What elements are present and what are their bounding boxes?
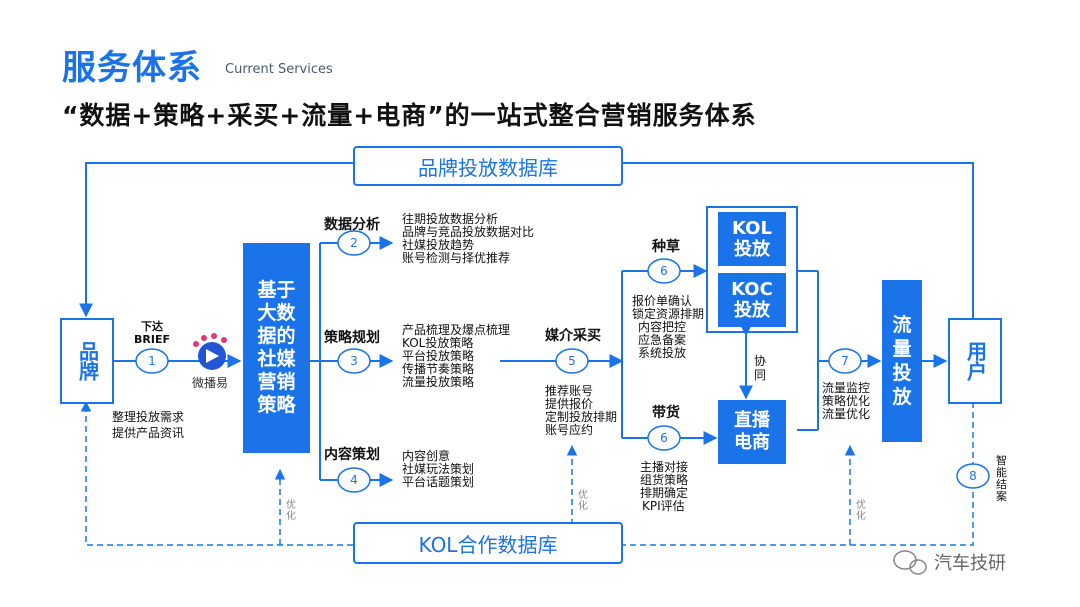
media-buying-heading: 媒介采买 bbox=[545, 328, 601, 344]
media-buying-item-4: 账号应约 bbox=[545, 423, 594, 437]
sales-heading: 带货 bbox=[652, 405, 680, 421]
brief-note-2: 提供产品资讯 bbox=[112, 426, 185, 440]
content-planning-item-2: 社媒玩法策划 bbox=[402, 462, 475, 476]
step-circle-4 bbox=[337, 467, 371, 493]
seeding-heading: 种草 bbox=[652, 239, 680, 255]
strategy-planning-item-2: KOL投放策略 bbox=[402, 336, 474, 350]
traffic-monitor-item-2: 策略优化 bbox=[822, 394, 871, 408]
dashed-loop-right bbox=[622, 402, 974, 546]
smart-closing-label: 智能结案 bbox=[996, 454, 1007, 503]
step-circle-2 bbox=[337, 230, 371, 256]
brief-label: 下达 BRIEF bbox=[134, 320, 170, 346]
page-title-english: Current Services bbox=[225, 62, 333, 77]
user-box: 用户 bbox=[948, 318, 1002, 404]
optimize-label-3: 优化 bbox=[856, 500, 866, 522]
strategy-planning-item-5: 流量投放策略 bbox=[402, 375, 475, 389]
traffic-placement-box: 流量投放 bbox=[882, 280, 922, 442]
step-circle-3 bbox=[337, 348, 371, 374]
step-number-6a: 6 bbox=[660, 264, 668, 278]
page-subtitle: “数据+策略+采买+流量+电商”的一站式整合营销服务体系 bbox=[62, 101, 757, 130]
kol-placement-box: KOL投放 bbox=[718, 212, 786, 266]
content-planning-item-3: 平台话题策划 bbox=[402, 475, 475, 489]
step-circle-6b bbox=[647, 425, 681, 451]
data-analysis-item-4: 账号检测与择优推荐 bbox=[402, 251, 511, 265]
step-number-4: 4 bbox=[350, 473, 358, 487]
sales-item-1: 主播对接 bbox=[640, 460, 689, 474]
step-number-5: 5 bbox=[568, 354, 576, 368]
step-number-2: 2 bbox=[350, 236, 358, 250]
seeding-item-1: 报价单确认 bbox=[632, 294, 693, 308]
step-circle-5 bbox=[555, 348, 589, 374]
sales-item-4: KPI评估 bbox=[642, 499, 685, 513]
traffic-monitor-item-3: 流量优化 bbox=[822, 407, 871, 421]
loop-line-top-left bbox=[79, 162, 353, 318]
seeding-item-5: 系统投放 bbox=[638, 346, 687, 360]
content-planning-item-1: 内容创意 bbox=[402, 449, 451, 463]
step-number-3: 3 bbox=[350, 354, 358, 368]
data-analysis-item-1: 往期投放数据分析 bbox=[402, 212, 499, 226]
media-buying-item-2: 提供报价 bbox=[545, 397, 594, 411]
dashed-loop-left bbox=[80, 400, 353, 546]
brand-box: 品牌 bbox=[60, 318, 114, 404]
wechat-icon bbox=[893, 550, 927, 575]
coop-label: 协同 bbox=[754, 354, 767, 382]
step-circle-1 bbox=[135, 348, 169, 374]
data-analysis-item-3: 社媒投放趋势 bbox=[402, 238, 475, 252]
page-title: 服务体系 bbox=[62, 48, 202, 88]
brand-label: 品牌 bbox=[75, 341, 100, 381]
koc-placement-box: KOC投放 bbox=[718, 273, 786, 327]
media-buying-item-1: 推荐账号 bbox=[545, 384, 594, 398]
step-number-7: 7 bbox=[841, 354, 849, 368]
seeding-item-4: 应急备案 bbox=[638, 333, 687, 347]
seeding-item-3: 内容把控 bbox=[638, 320, 687, 334]
seeding-item-2: 锁定资源排期 bbox=[632, 307, 705, 321]
step-number-1: 1 bbox=[148, 354, 156, 368]
loop-line-top-right bbox=[622, 162, 974, 318]
data-analysis-heading: 数据分析 bbox=[324, 217, 380, 233]
step-circle-8 bbox=[956, 463, 990, 489]
brief-note-1: 整理投放需求 bbox=[112, 410, 185, 424]
brand-database-box: 品牌投放数据库 bbox=[353, 146, 623, 186]
user-label: 用户 bbox=[963, 341, 988, 381]
kol-database-box: KOL合作数据库 bbox=[353, 522, 623, 564]
weiboyi-label: 微播易 bbox=[192, 376, 229, 390]
strategy-box: 基于大数据的社媒营销策略 bbox=[243, 243, 310, 453]
kol-koc-group-frame bbox=[706, 206, 798, 333]
strategy-planning-item-4: 传播节奏策略 bbox=[402, 362, 475, 376]
sales-item-3: 排期确定 bbox=[640, 486, 689, 500]
live-commerce-box: 直播电商 bbox=[718, 400, 786, 464]
sales-item-2: 组货策略 bbox=[640, 473, 689, 487]
media-buying-item-3: 定制投放排期 bbox=[545, 410, 618, 424]
step-number-8: 8 bbox=[969, 469, 977, 483]
step-number-6b: 6 bbox=[660, 431, 668, 445]
step-circle-7 bbox=[828, 348, 862, 374]
strategy-planning-item-3: 平台投放策略 bbox=[402, 349, 475, 363]
weiboyi-logo-icon bbox=[193, 333, 227, 370]
step-circle-6a bbox=[647, 258, 681, 284]
strategy-planning-heading: 策略规划 bbox=[324, 330, 380, 346]
optimize-label-2: 优化 bbox=[578, 490, 588, 512]
content-planning-heading: 内容策划 bbox=[324, 447, 380, 463]
data-analysis-item-2: 品牌与竞品投放数据对比 bbox=[402, 225, 535, 239]
optimize-label-1: 优化 bbox=[286, 500, 296, 522]
strategy-planning-item-1: 产品梳理及爆点梳理 bbox=[402, 323, 511, 337]
traffic-monitor-item-1: 流量监控 bbox=[822, 381, 871, 395]
watermark-text: 汽车技研 bbox=[934, 553, 1006, 574]
